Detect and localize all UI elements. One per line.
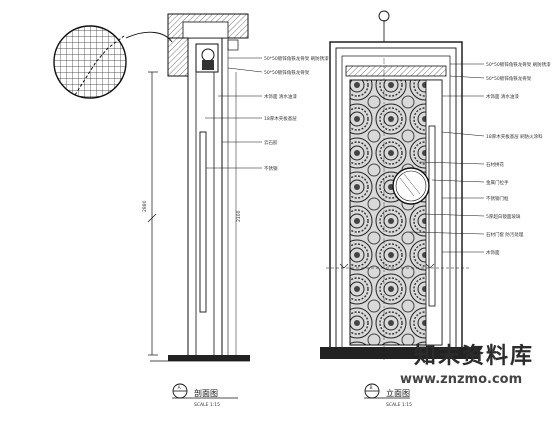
elevation-title: 立面图	[386, 388, 410, 398]
elevation-label-4: 18厚木夹板基层 刷防火涂料	[486, 133, 543, 140]
section-scale: SCALE 1:15	[194, 402, 220, 408]
section-view: 2880 2100	[142, 13, 250, 362]
elevation-title-block: B 立面图 SCALE 1:15	[364, 383, 412, 408]
section-label-2: 50*50镀锌角铁龙骨架	[264, 69, 310, 76]
watermark-url: www.znzmo.com	[400, 372, 523, 387]
elevation-label-9: 石材门套 防污处理	[486, 231, 524, 238]
dim-detail: 2100	[236, 210, 242, 222]
section-callouts: 50*50镀锌角铁龙骨架 刷防锈漆 50*50镀锌角铁龙骨架 木饰面 清水油漆 …	[205, 55, 329, 172]
section-label-4: 18厚木夹板基层	[264, 115, 297, 122]
section-label-5: 云石胶	[264, 139, 278, 146]
elevation-label-3: 木饰面 清水油漆	[486, 93, 519, 100]
elevation-label-7: 不锈钢门框	[486, 195, 509, 202]
elevation-label-10: 木饰面	[486, 249, 500, 256]
section-title: 剖面图	[194, 388, 218, 398]
elevation-label-5: 石材拼花	[486, 161, 504, 168]
section-label-6: 不锈钢	[264, 165, 278, 172]
section-label-1: 50*50镀锌角铁龙骨架 刷防锈漆	[264, 55, 329, 62]
dim-overall: 2880	[142, 200, 148, 212]
elevation-label-6: 金属门拉手	[486, 179, 509, 186]
elevation-label-8: 5厚超白镜面玻璃	[486, 213, 521, 220]
elevation-label-2: 50*50镀锌角铁龙骨架	[486, 75, 532, 82]
section-label-3: 木饰面 清水油漆	[264, 93, 297, 100]
elevation-label-1: 50*50镀锌角铁龙骨架 刷防锈漆	[486, 61, 551, 68]
section-title-block: A 剖面图 SCALE 1:15	[172, 383, 238, 408]
elevation-scale: SCALE 1:15	[386, 402, 412, 408]
elevation-index-no: B	[370, 385, 373, 391]
watermark-brand: 知末资料库	[414, 344, 535, 369]
section-index-no: A	[178, 385, 182, 391]
detail-magnifier	[53, 25, 173, 99]
elevation-callouts: 50*50镀锌角铁龙骨架 刷防锈漆 50*50镀锌角铁龙骨架 木饰面 清水油漆 …	[409, 61, 551, 256]
elevation-view	[320, 10, 480, 360]
